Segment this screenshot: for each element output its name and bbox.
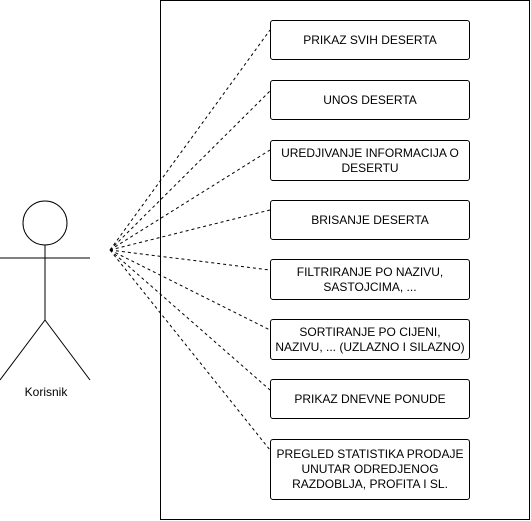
use-case-unos-deserta: UNOS DESERTA bbox=[270, 80, 470, 120]
association-line bbox=[109, 249, 271, 271]
use-case-label: PRIKAZ DNEVNE PONUDE bbox=[294, 391, 446, 406]
association-line bbox=[109, 249, 271, 451]
actor-right-leg bbox=[44, 319, 91, 381]
use-case-sortiranje: SORTIRANJE PO CIJENI, NAZIVU, ... (UZLAZ… bbox=[270, 319, 470, 360]
use-case-label: UNOS DESERTA bbox=[323, 92, 417, 107]
association-line bbox=[109, 149, 271, 251]
use-case-pregled-statistika: PREGLED STATISTIKA PRODAJE UNUTAR ODREDJ… bbox=[270, 439, 470, 500]
use-case-prikaz-dnevne-ponude: PRIKAZ DNEVNE PONUDE bbox=[270, 379, 470, 419]
use-case-uredjivanje-informacija: UREDJIVANJE INFORMACIJA O DESERTU bbox=[270, 140, 470, 181]
use-case-filtriranje: FILTRIRANJE PO NAZIVU, SASTOJCIMA, ... bbox=[270, 259, 470, 300]
use-case-label: PREGLED STATISTIKA PRODAJE UNUTAR ODREDJ… bbox=[276, 447, 464, 491]
use-case-label: PRIKAZ SVIH DESERTA bbox=[303, 32, 437, 47]
use-case-label: SORTIRANJE PO CIJENI, NAZIVU, ... (UZLAZ… bbox=[275, 324, 465, 354]
association-line bbox=[109, 90, 271, 251]
use-case-label: BRISANJE DESERTA bbox=[311, 212, 429, 227]
use-case-prikaz-svih-deserta: PRIKAZ SVIH DESERTA bbox=[270, 20, 470, 60]
actor-head bbox=[22, 200, 68, 246]
use-case-label: FILTRIRANJE PO NAZIVU, SASTOJCIMA, ... bbox=[296, 264, 444, 294]
actor-left-leg bbox=[0, 319, 46, 381]
associations bbox=[109, 29, 271, 451]
actor-label: Korisnik bbox=[24, 385, 68, 399]
use-case-brisanje-deserta: BRISANJE DESERTA bbox=[270, 200, 470, 240]
actor-figure bbox=[0, 200, 91, 381]
use-case-label: UREDJIVANJE INFORMACIJA O DESERTU bbox=[281, 145, 459, 175]
